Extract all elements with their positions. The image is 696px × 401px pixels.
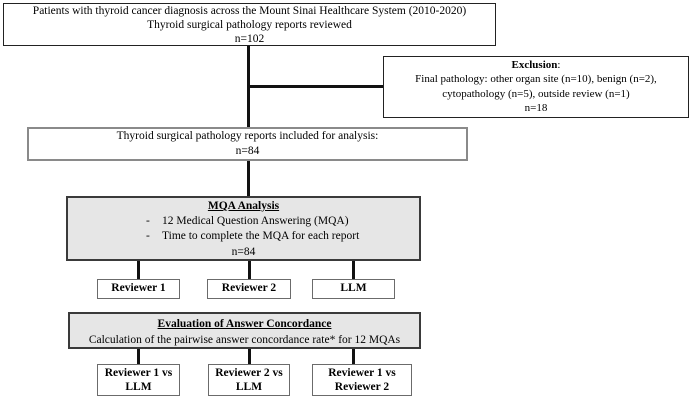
evaluation-title: Evaluation of Answer Concordance — [157, 318, 332, 330]
box-llm: LLM — [312, 279, 395, 299]
patients-line1: Patients with thyroid cancer diagnosis a… — [32, 5, 467, 17]
connector-eval-to-comparison2 — [247, 349, 251, 364]
comparison1-line1: Reviewer 1 vs — [104, 367, 173, 379]
mqa-bullet2: - Time to complete the MQA for each repo… — [68, 229, 419, 244]
mqa-bullet1-text: 12 Medical Question Answering (MQA) — [162, 215, 349, 228]
comparison1-line2: LLM — [125, 381, 152, 393]
comparison2-line2: LLM — [235, 381, 263, 393]
connector-eval-to-comparison3 — [351, 349, 355, 364]
comparison2-line1: Reviewer 2 vs — [215, 367, 283, 379]
box-comparison-r2-llm: Reviewer 2 vs LLM — [208, 364, 290, 396]
box-evaluation-concordance: Evaluation of Answer Concordance Calcula… — [68, 312, 421, 349]
connector-top-vertical — [246, 46, 250, 127]
included-line1: Thyroid surgical pathology reports inclu… — [116, 130, 379, 142]
evaluation-line1: Calculation of the pairwise answer conco… — [88, 334, 401, 346]
bullet-dash: - — [146, 230, 150, 243]
exclusion-line2: cytopathology (n=5), outside review (n=1… — [442, 87, 630, 100]
connector-exclusion-branch — [249, 85, 383, 88]
exclusion-title: Exclusion: — [511, 59, 561, 71]
box-mqa-analysis: MQA Analysis - 12 Medical Question Answe… — [66, 196, 421, 261]
included-count: n=84 — [235, 145, 260, 157]
patients-count: n=102 — [234, 32, 265, 45]
box-comparison-r1-r2: Reviewer 1 vs Reviewer 2 — [312, 364, 412, 396]
box-reviewer1: Reviewer 1 — [97, 279, 180, 299]
connector-mqa-to-llm — [351, 261, 355, 279]
box-patients-reviewed: Patients with thyroid cancer diagnosis a… — [3, 3, 496, 46]
exclusion-count: n=18 — [524, 102, 548, 115]
comparison3-line1: Reviewer 1 vs — [328, 367, 396, 379]
exclusion-line1: Final pathology: other organ site (n=10)… — [415, 73, 657, 86]
connector-mqa-to-reviewer1 — [137, 261, 140, 279]
connector-included-to-mqa — [246, 161, 250, 196]
comparison3-line2: Reviewer 2 — [334, 381, 390, 393]
connector-eval-to-comparison1 — [137, 349, 140, 364]
llm-label: LLM — [340, 282, 367, 294]
box-comparison-r1-llm: Reviewer 1 vs LLM — [97, 364, 180, 396]
reviewer2-label: Reviewer 2 — [221, 282, 277, 294]
connector-mqa-to-reviewer2 — [247, 261, 251, 279]
mqa-count: n=84 — [231, 245, 256, 258]
box-included-for-analysis: Thyroid surgical pathology reports inclu… — [27, 127, 468, 161]
box-exclusion: Exclusion: Final pathology: other organ … — [383, 56, 689, 118]
bullet-dash: - — [146, 215, 150, 228]
mqa-bullet1: - 12 Medical Question Answering (MQA) — [68, 214, 419, 229]
reviewer1-label: Reviewer 1 — [111, 282, 166, 294]
mqa-bullet2-text: Time to complete the MQA for each report — [162, 230, 360, 243]
mqa-title: MQA Analysis — [207, 200, 280, 212]
box-reviewer2: Reviewer 2 — [207, 279, 291, 299]
patients-line2: Thyroid surgical pathology reports revie… — [147, 18, 352, 31]
